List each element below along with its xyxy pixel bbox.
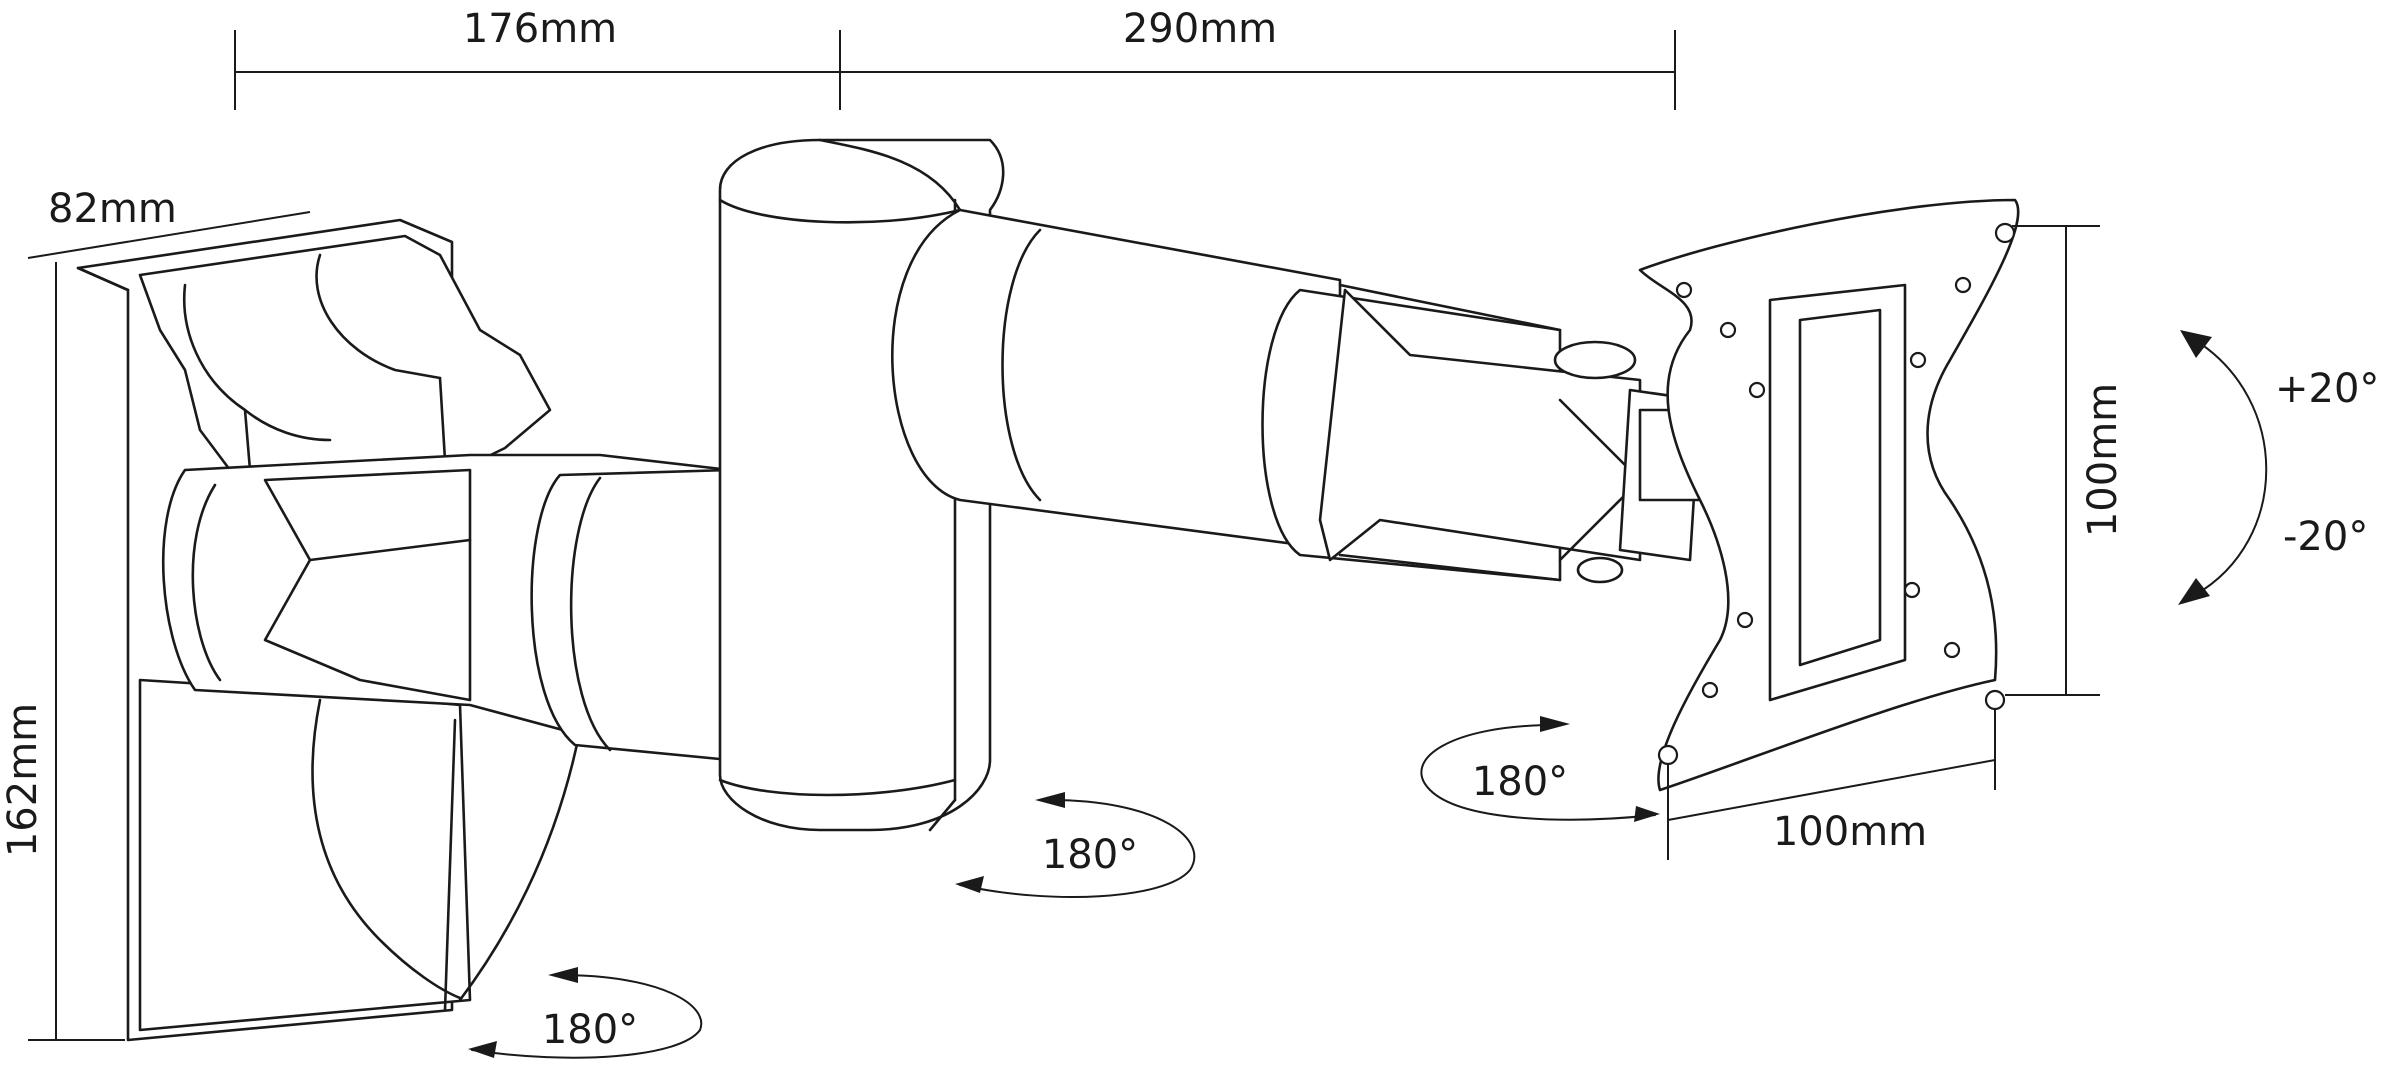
vesa-hole bbox=[1903, 581, 1921, 599]
vesa-hole bbox=[1657, 744, 1679, 766]
inner-arm bbox=[161, 453, 732, 762]
arrowhead-icon bbox=[1634, 806, 1660, 822]
wall-plate bbox=[76, 218, 582, 1042]
arrowhead-icon bbox=[955, 876, 984, 893]
arm-inner-length-label: 176mm bbox=[463, 6, 617, 52]
wall-swivel-label: 180° bbox=[542, 1007, 638, 1053]
tilt-up-label: +20° bbox=[2275, 366, 2379, 412]
vesa-hole bbox=[1984, 689, 2006, 711]
vesa-hole bbox=[1748, 381, 1766, 399]
vesa-vertical-label: 100mm bbox=[2080, 383, 2126, 537]
vesa-hole bbox=[1719, 321, 1737, 339]
vesa-plate bbox=[1638, 198, 2020, 792]
vesa-hole bbox=[1994, 222, 2016, 244]
vesa-hole bbox=[1954, 276, 1972, 294]
arm-outer-length-label: 290mm bbox=[1123, 6, 1277, 52]
vesa-hole bbox=[1701, 681, 1719, 699]
vesa-horizontal-label: 100mm bbox=[1773, 809, 1927, 855]
arrowhead-icon bbox=[548, 967, 578, 983]
arrowhead-icon bbox=[1035, 792, 1065, 808]
vesa-dimension-lines bbox=[1667, 225, 2100, 860]
elbow-swivel-arrow bbox=[955, 792, 1196, 898]
head-swivel-label: 180° bbox=[1472, 759, 1568, 805]
wall-swivel-arrow bbox=[468, 967, 703, 1059]
tilt-down-label: -20° bbox=[2283, 514, 2368, 560]
arrowhead-icon bbox=[468, 1041, 497, 1058]
elbow-swivel-label: 180° bbox=[1042, 832, 1138, 878]
head-swivel-arrow bbox=[1420, 716, 1660, 822]
outer-arm bbox=[890, 208, 1642, 582]
vesa-hole bbox=[1736, 611, 1754, 629]
wall-plate-depth-label: 82mm bbox=[48, 186, 177, 232]
tilt-arrow bbox=[2178, 330, 2268, 605]
arrowhead-icon bbox=[2180, 330, 2212, 358]
vesa-hole bbox=[1675, 281, 1693, 299]
arrowhead-icon bbox=[2178, 578, 2210, 605]
arrowhead-icon bbox=[1540, 716, 1570, 732]
vesa-hole bbox=[1909, 351, 1927, 369]
wall-plate-height-label: 162mm bbox=[0, 703, 46, 857]
top-dimension-lines bbox=[234, 30, 1676, 110]
wall-plate-dimension-lines bbox=[27, 211, 311, 1041]
vesa-hole bbox=[1943, 641, 1961, 659]
